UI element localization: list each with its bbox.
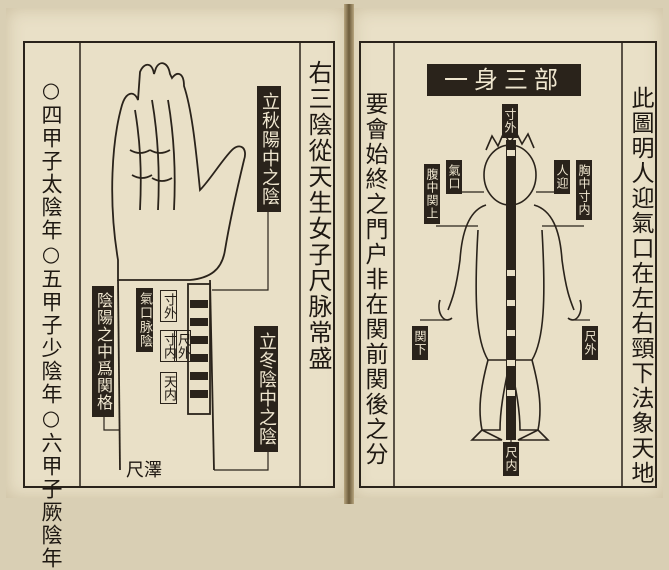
label-pulse-4: 天内 — [160, 372, 177, 404]
hand-diagram — [112, 63, 245, 470]
label-right-chest: 胸中寸内 — [576, 160, 592, 220]
label-qikou-neck: 氣口 — [446, 160, 462, 194]
open-book: ○四甲子太陰年○五甲子少陰年○六甲子厥陰年 右三陰從天生女子尺脉常盛 立秋陽中之… — [0, 0, 669, 506]
left-page-frame — [24, 42, 334, 487]
label-winter: 立冬陰中之陰 — [254, 326, 278, 452]
label-pulse-3: 尺外 — [174, 330, 191, 362]
label-qikou: 氣口脉陰 — [136, 288, 153, 352]
page-title: 一身三部 — [427, 64, 581, 96]
left-outer-column: ○四甲子太陰年○五甲子少陰年○六甲子厥陰年 — [40, 78, 61, 570]
right-left-column: 要會始終之門户非在関前関後之分 — [362, 92, 385, 467]
label-feet: 尺内 — [503, 442, 519, 476]
label-pulse-1: 寸外 — [160, 290, 177, 322]
label-head-top: 寸外 — [502, 104, 518, 138]
label-left-hand: 関下 — [412, 326, 428, 360]
label-renying-neck: 人迎 — [554, 160, 570, 194]
label-chize: 尺澤 — [126, 456, 162, 482]
label-guan-ge: 陰陽之中爲関格 — [92, 286, 114, 417]
label-autumn: 立秋陽中之陰 — [257, 86, 281, 212]
left-right-column: 右三陰從天生女子尺脉常盛 — [306, 60, 330, 372]
label-left-chest: 腹中関上 — [424, 164, 440, 224]
right-outer-column: 此圖明人迎氣口在左右頸下法象天地 — [628, 86, 651, 486]
label-right-hand: 尺外 — [582, 326, 598, 360]
